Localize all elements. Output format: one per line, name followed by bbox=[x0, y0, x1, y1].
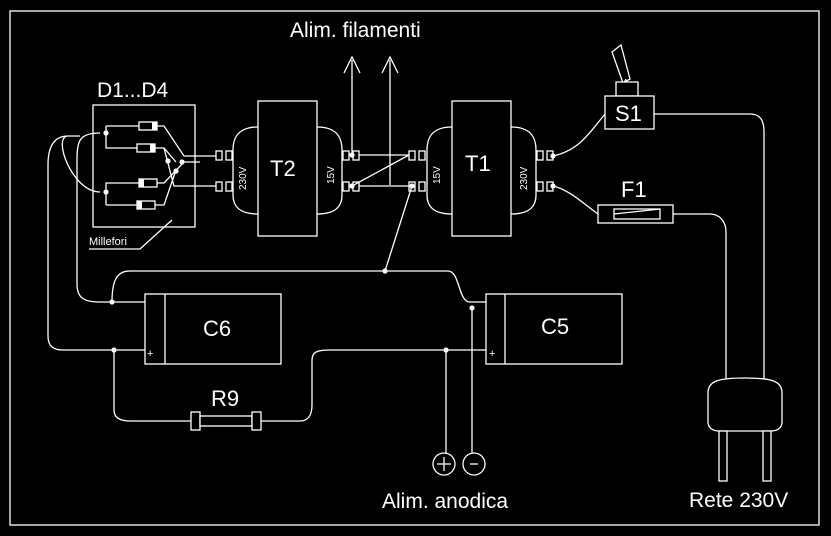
board-label: Millefori bbox=[89, 236, 127, 248]
switch-s1: S1 bbox=[604, 43, 655, 130]
diode-d2 bbox=[136, 143, 156, 153]
t1-label: T1 bbox=[465, 151, 491, 176]
filament-output-arrows bbox=[343, 55, 399, 185]
diagram-frame bbox=[9, 10, 820, 526]
t1-secondary-label: 15V bbox=[432, 166, 443, 184]
anode-plus-terminal bbox=[432, 452, 456, 476]
anode-supply-label: Alim. anodica bbox=[382, 490, 508, 513]
diode-bridge-board: D1...D4 Millefori bbox=[89, 79, 200, 250]
resistor-r9: R9 bbox=[190, 386, 262, 431]
anode-minus-terminal bbox=[462, 452, 486, 476]
negative-bus-wire bbox=[111, 270, 486, 303]
mains-plug bbox=[707, 377, 783, 482]
filaments-label: Alim. filamenti bbox=[290, 19, 421, 42]
s1-label: S1 bbox=[615, 101, 642, 126]
transformer-t2: T2 230V 15V bbox=[215, 100, 360, 237]
capacitor-c5: C5 + bbox=[485, 293, 623, 365]
diode-d3 bbox=[138, 178, 158, 188]
t1-primary-label: 230V bbox=[519, 166, 530, 190]
secondary-link-wires bbox=[351, 154, 410, 187]
board-to-c6-positive-wire bbox=[47, 135, 145, 351]
r9-to-c5-wire bbox=[261, 349, 486, 422]
t2-secondary-label: 15V bbox=[326, 166, 337, 184]
c6-to-r9-wire bbox=[113, 350, 191, 422]
diodes-label: D1...D4 bbox=[97, 79, 169, 102]
c6-plus-mark: + bbox=[147, 348, 153, 360]
t2-primary-label: 230V bbox=[238, 166, 249, 190]
capacitor-c6: C6 + bbox=[144, 293, 282, 365]
transformer-t1: T1 15V 230V bbox=[408, 100, 554, 237]
t2-label: T2 bbox=[270, 156, 296, 181]
c5-plus-mark: + bbox=[489, 348, 495, 360]
c5-label: C5 bbox=[541, 314, 569, 339]
r9-label: R9 bbox=[211, 386, 239, 411]
mains-wire-l bbox=[654, 113, 765, 386]
mains-label: Rete 230V bbox=[689, 489, 788, 512]
diode-d4 bbox=[136, 200, 156, 210]
f1-label: F1 bbox=[621, 177, 647, 202]
board-to-c6-negative-wire bbox=[76, 132, 145, 303]
mains-wire-n bbox=[673, 213, 727, 386]
fuse-f1: F1 bbox=[597, 177, 674, 224]
diode-d1 bbox=[138, 121, 158, 131]
perfboard bbox=[92, 104, 196, 228]
c6-label: C6 bbox=[203, 316, 231, 341]
